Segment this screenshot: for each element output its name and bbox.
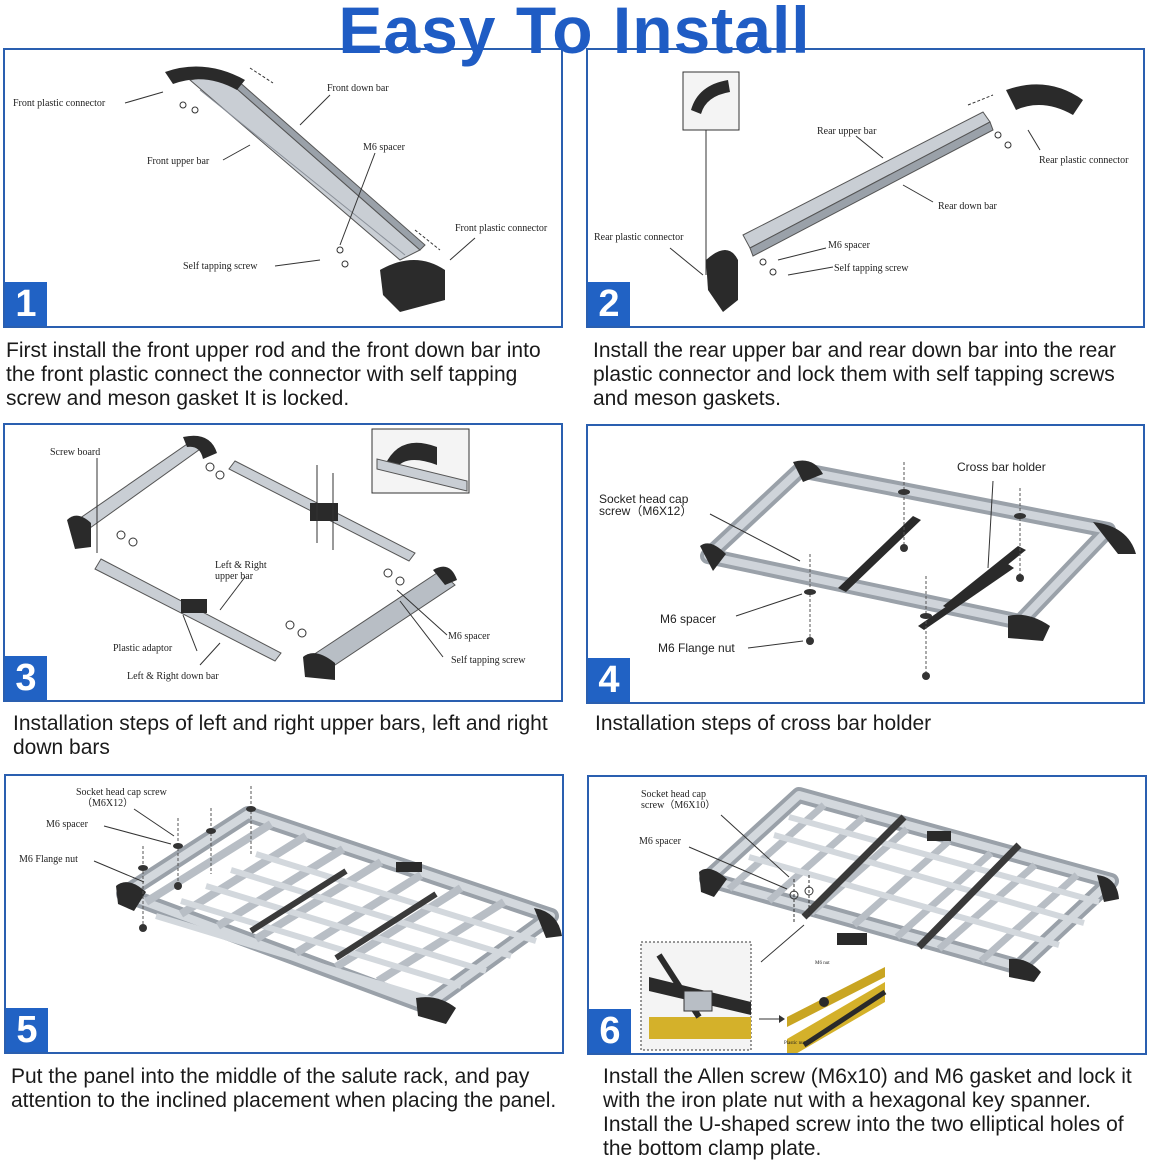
label-self-tapping-screw: Self tapping screw (183, 261, 258, 272)
label-left-right-upper-bar-line2: upper bar (215, 571, 254, 582)
label-m6-flange-nut: M6 Flange nut (19, 854, 78, 865)
label-m6-spacer: M6 spacer (363, 142, 405, 153)
label-left-right-down-bar: Left & Right down bar (127, 671, 219, 682)
step-1-panel: Front plastic connector Front down bar F… (3, 48, 563, 328)
label-socket-head-cap-screw-line2: （M6X12） (82, 798, 134, 809)
step-3-caption: Installation steps of left and right upp… (13, 712, 548, 759)
label-rear-upper-bar: Rear upper bar (817, 126, 877, 137)
label-rear-plastic-connector-2: Rear plastic connector (594, 232, 684, 243)
label-socket-head-cap-screw-line2: screw（M6X10） (641, 800, 716, 811)
label-rear-plastic-connector: Rear plastic connector (1039, 155, 1129, 166)
label-socket-head-cap-screw-line1: Socket head cap (641, 789, 706, 800)
label-plastic-nut: Plastic nut (784, 1041, 805, 1046)
step-4-caption: Installation steps of cross bar holder (595, 712, 932, 735)
step-number: 1 (5, 282, 47, 326)
step-5-caption: Put the panel into the middle of the sal… (11, 1065, 557, 1112)
step-4-panel: Cross bar holder Socket head cap screw（M… (586, 424, 1145, 704)
label-socket-head-cap-screw-line1: Socket head cap (599, 492, 689, 506)
label-screw-board: Screw board (50, 447, 101, 458)
label-m6-spacer: M6 spacer (46, 819, 88, 830)
label-front-upper-bar: Front upper bar (147, 156, 210, 167)
label-plastic-adaptor: Plastic adaptor (113, 643, 173, 654)
step-3-illustration (67, 428, 470, 680)
label-cross-bar-holder: Cross bar holder (957, 460, 1046, 474)
step-6-panel: Socket head cap screw（M6X10） M6 spacer M… (587, 775, 1147, 1055)
step-2-panel: Rear upper bar Rear plastic connector Re… (586, 48, 1145, 328)
step-2-caption: Install the rear upper bar and rear down… (593, 339, 1116, 410)
step-1-illustration (124, 66, 476, 312)
step-5-panel: Socket head cap screw （M6X12） M6 spacer … (4, 774, 564, 1054)
label-m6-spacer: M6 spacer (660, 612, 717, 626)
label-socket-head-cap-screw-line1: Socket head cap screw (76, 787, 167, 798)
label-m6-flange-nut: M6 Flange nut (658, 641, 735, 655)
step-5-illustration (93, 786, 562, 1024)
label-front-plastic-connector: Front plastic connector (13, 98, 106, 109)
page-title: Easy To Install (338, 0, 811, 67)
step-number: 4 (588, 658, 630, 702)
label-front-plastic-connector-2: Front plastic connector (455, 223, 548, 234)
step-number: 2 (588, 282, 630, 326)
step-number: 6 (589, 1009, 631, 1053)
step-4-illustration (700, 460, 1136, 680)
label-front-down-bar: Front down bar (327, 83, 389, 94)
step-1-caption: First install the front upper rod and th… (6, 339, 541, 410)
label-rear-down-bar: Rear down bar (938, 201, 997, 212)
step-6-illustration (640, 787, 1119, 1053)
label-self-tapping-screw: Self tapping screw (834, 263, 909, 274)
label-left-right-upper-bar-line1: Left & Right (215, 560, 267, 571)
label-socket-head-cap-screw-line2: screw（M6X12） (599, 504, 693, 518)
step-6-caption: Install the Allen screw (M6x10) and M6 g… (603, 1065, 1132, 1160)
step-3-panel: Screw board Left & Right upper bar Plast… (3, 423, 563, 702)
step-number: 3 (5, 656, 47, 700)
label-m6-spacer: M6 spacer (828, 240, 870, 251)
step-2-illustration (669, 71, 1083, 312)
label-self-tapping-screw: Self tapping screw (451, 655, 526, 666)
label-m6-nut: M6 nut (815, 961, 830, 966)
step-number: 5 (6, 1008, 48, 1052)
label-m6-spacer: M6 spacer (448, 631, 490, 642)
label-m6-spacer: M6 spacer (639, 836, 681, 847)
